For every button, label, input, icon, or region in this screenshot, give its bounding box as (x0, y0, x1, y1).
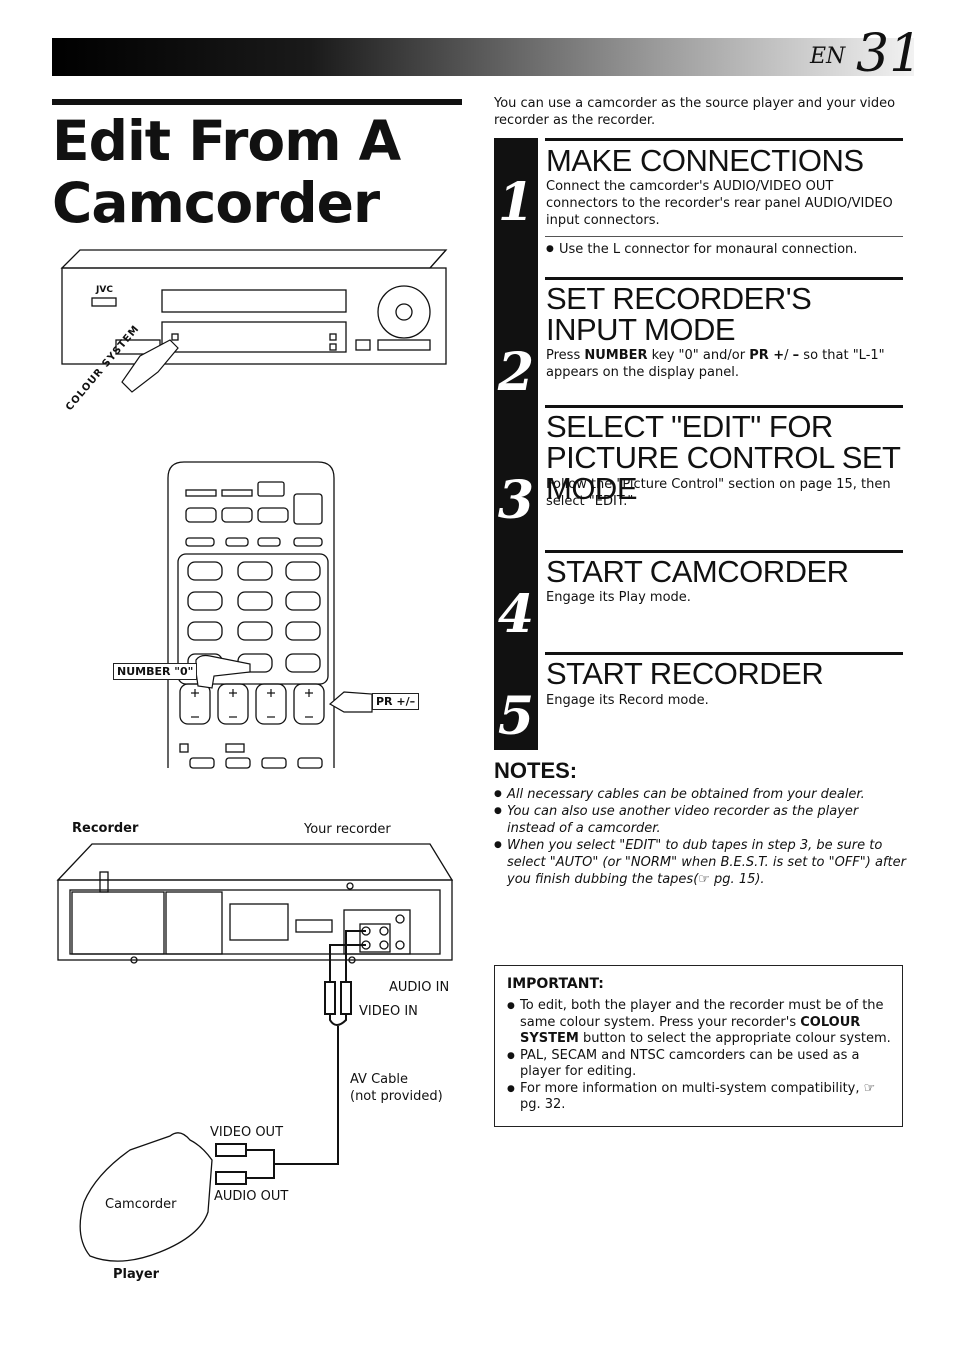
important-item: For more information on multi-system com… (507, 1081, 891, 1114)
hand-pointer-icon (195, 654, 251, 689)
vcr-front-illustration (60, 249, 448, 365)
step-rule-3 (545, 405, 903, 408)
your-recorder-label: Your recorder (304, 822, 391, 837)
av-cable-illustration (215, 930, 366, 1185)
step-title-1: MAKE CONNECTIONS (546, 143, 864, 178)
language-code: EN (810, 44, 846, 69)
vcr-brand: JVC (96, 285, 113, 295)
step-bullet-1: Use the L connector for monaural connect… (546, 241, 915, 258)
step-number-3: 3 (497, 470, 535, 531)
not-provided-label: (not provided) (350, 1089, 443, 1104)
important-box: IMPORTANT: To edit, both the player and … (494, 965, 903, 1127)
important-list: To edit, both the player and the recorde… (507, 998, 891, 1114)
important-item: To edit, both the player and the recorde… (507, 998, 891, 1048)
intro-text: You can use a camcorder as the source pl… (494, 96, 896, 128)
step-body-3: Follow the "Picture Control" section on … (546, 477, 891, 509)
step-rule-5 (545, 652, 903, 655)
step-body-4: Engage its Play mode. (546, 590, 691, 605)
note-item: You can also use another video recorder … (494, 803, 906, 837)
hand-pointer-icon (328, 691, 373, 713)
remote-control-illustration (167, 461, 335, 769)
step-divider (545, 236, 903, 237)
step-title-5: START RECORDER (546, 656, 824, 691)
player-label: Player (113, 1267, 160, 1282)
step-rule-1 (545, 138, 903, 141)
video-out-label: VIDEO OUT (210, 1125, 284, 1140)
number-0-label: NUMBER "0" (113, 663, 198, 680)
audio-out-label: AUDIO OUT (214, 1189, 289, 1204)
notes-list: All necessary cables can be obtained fro… (494, 786, 906, 888)
step-body-2: Press NUMBER key "0" and/or PR +/ – so t… (546, 348, 885, 380)
video-in-label: VIDEO IN (359, 1004, 418, 1019)
title-rule (52, 99, 462, 105)
remote-plus-minus-icons (191, 689, 313, 718)
note-item: When you select "EDIT" to dub tapes in s… (494, 837, 906, 888)
step-title-3: SELECT "EDIT" FOR PICTURE CONTROL SET MO… (546, 409, 900, 506)
av-cable-label: AV Cable (350, 1072, 408, 1087)
step-body-5: Engage its Record mode. (546, 693, 709, 708)
important-heading: IMPORTANT: (507, 976, 604, 992)
page-number: 31 (856, 24, 923, 84)
step-number-4: 4 (497, 584, 535, 645)
notes-heading: NOTES: (494, 758, 578, 783)
step-body-1: Connect the camcorder's AUDIO/VIDEO OUT … (546, 179, 893, 228)
step-rule-4 (545, 550, 903, 553)
camcorder-label: Camcorder (105, 1197, 177, 1212)
camcorder-illustration (79, 1132, 213, 1262)
step-title-4: START CAMCORDER (546, 554, 849, 589)
important-item: PAL, SECAM and NTSC camcorders can be us… (507, 1048, 891, 1081)
step-title-2: SET RECORDER'S INPUT MODE (546, 281, 812, 347)
note-item: All necessary cables can be obtained fro… (494, 786, 906, 803)
step-number-2: 2 (497, 342, 535, 403)
page-title: Edit From A Camcorder (52, 109, 401, 235)
step-bar (494, 138, 538, 750)
pr-plus-minus-label: PR +/– (372, 693, 420, 710)
recorder-rear-illustration (56, 843, 454, 964)
step-rule-2 (545, 277, 903, 280)
step-number-5: 5 (497, 686, 535, 747)
audio-in-label: AUDIO IN (389, 980, 450, 995)
header-gradient-bar (52, 38, 914, 76)
step-number-1: 1 (497, 172, 535, 233)
recorder-label: Recorder (72, 821, 139, 836)
hand-pointer-icon (121, 339, 179, 393)
